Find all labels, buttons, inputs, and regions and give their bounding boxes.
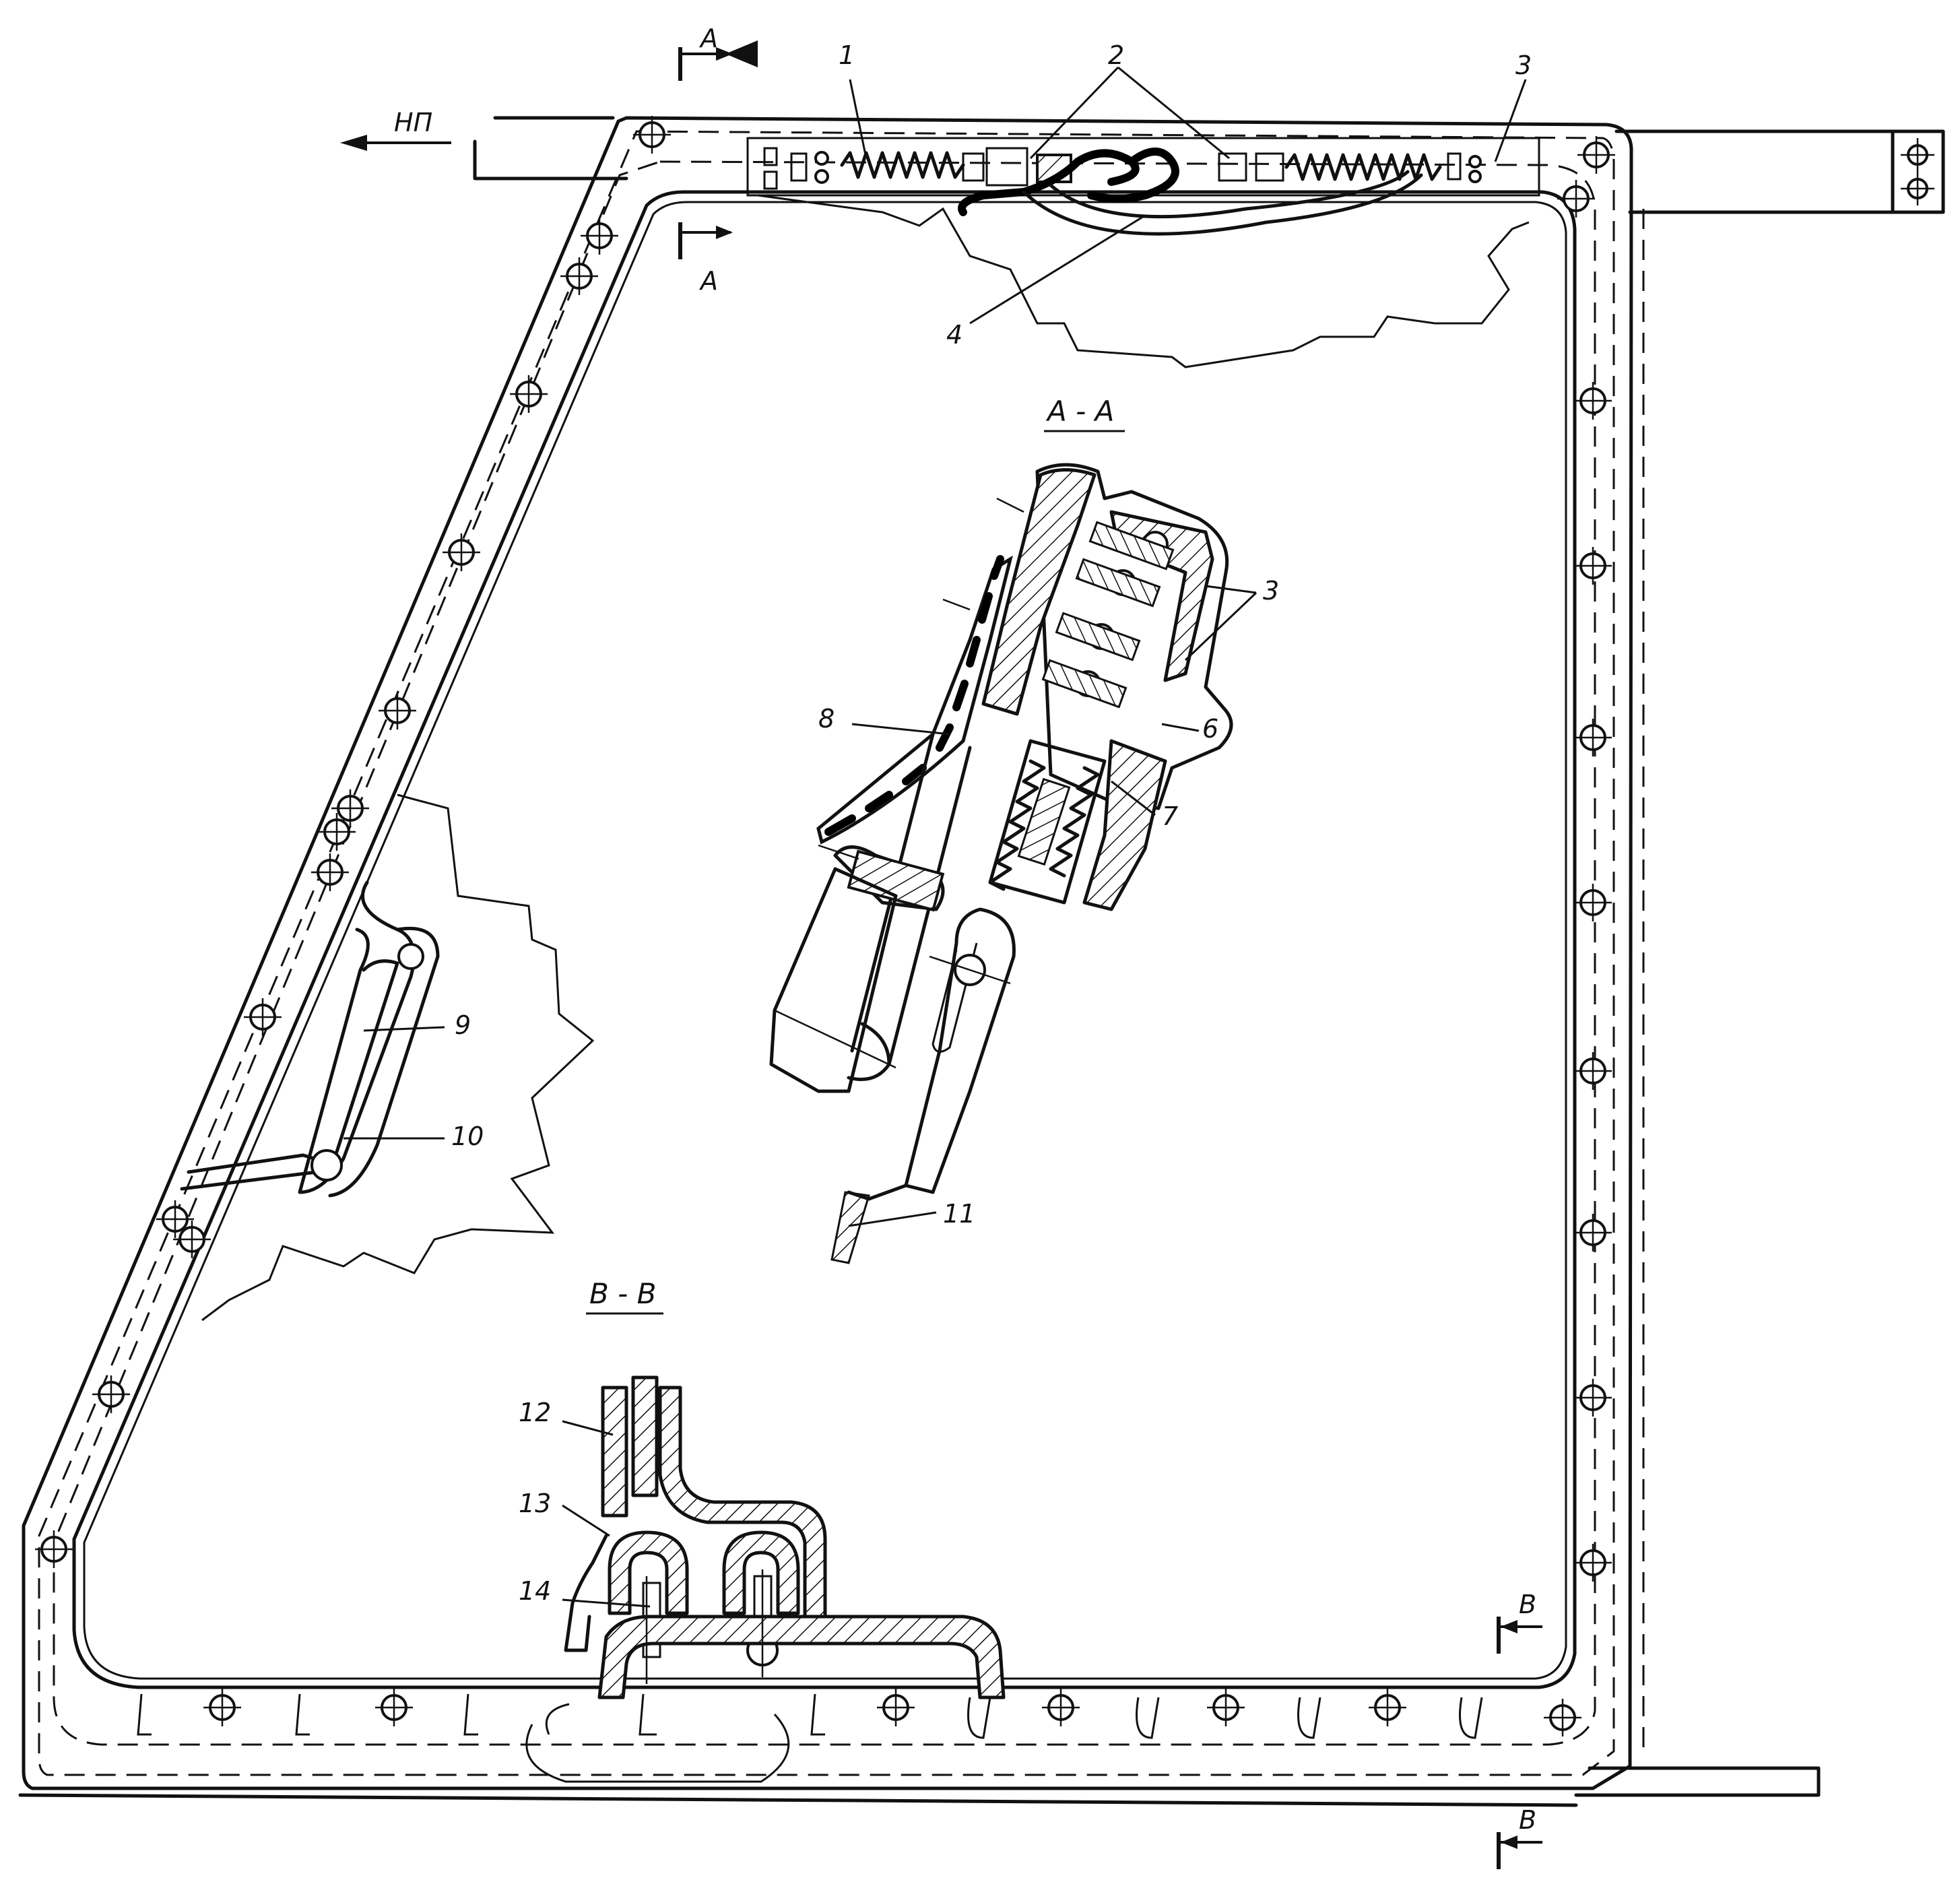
cut-b-letter-bottom: В <box>1519 1805 1536 1835</box>
cut-a-letter-top: А <box>698 24 718 53</box>
callout-10: 10 <box>451 1122 484 1151</box>
labels: НП А А В В А - А В - В 1 2 3 4 3 6 7 8 9… <box>394 24 1536 1835</box>
cut-b-letter-top: В <box>1519 1590 1536 1619</box>
stringer-strips <box>18 116 1945 1807</box>
direction-label: НП <box>394 108 432 137</box>
frame-bolts <box>34 115 1616 1738</box>
callout-1: 1 <box>839 40 855 70</box>
section-cut-b-bottom <box>1497 1832 1542 1869</box>
callout-7: 7 <box>1162 802 1178 831</box>
callout-6: 6 <box>1202 714 1218 744</box>
direction-arrow <box>340 135 451 151</box>
section-cut-a-top <box>678 40 758 81</box>
callout-13: 13 <box>519 1489 551 1518</box>
callout-11: 11 <box>943 1199 975 1229</box>
window-frame <box>22 116 1645 1790</box>
callout-4: 4 <box>946 320 962 350</box>
callout-8: 8 <box>818 704 835 734</box>
top-lock-mechanism <box>746 137 1540 368</box>
callout-12: 12 <box>519 1398 551 1427</box>
callout-14: 14 <box>519 1576 551 1606</box>
section-bb-title: В - В <box>589 1277 656 1310</box>
section-cut-a-bottom <box>678 222 733 259</box>
section-aa-detail <box>769 463 1233 1264</box>
section-bb-detail <box>564 1375 1006 1699</box>
cut-a-letter-bottom: А <box>698 266 718 296</box>
callout-9: 9 <box>455 1010 471 1040</box>
section-aa-title: А - А <box>1045 395 1114 428</box>
release-handle <box>180 793 595 1322</box>
callout-2: 2 <box>1108 40 1124 70</box>
leader-lines <box>344 66 1527 1608</box>
callout-3: 3 <box>1515 51 1532 80</box>
bottom-ribs <box>137 1693 1483 1739</box>
callout-3-section: 3 <box>1263 576 1279 606</box>
section-cut-b-top <box>1497 1617 1542 1654</box>
